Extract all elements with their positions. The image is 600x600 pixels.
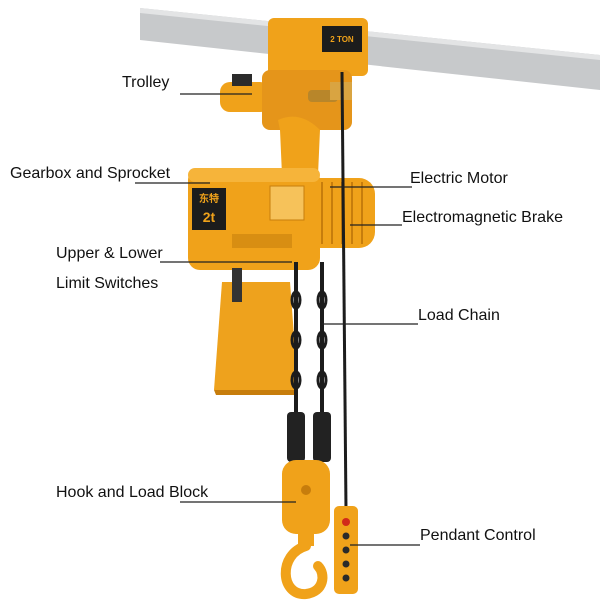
label-limit-switches-line2: Limit Switches: [56, 275, 159, 292]
chain-bag: [214, 282, 298, 390]
label-electric-motor: Electric Motor: [410, 170, 508, 187]
hook-block: [280, 460, 330, 599]
warning-label: [269, 185, 305, 221]
pendant-cable: [340, 71, 348, 511]
label-gearbox: Gearbox and Sprocket: [10, 165, 171, 182]
leader-lines: [135, 93, 420, 546]
gearbox-housing: 东特 2t: [188, 168, 320, 270]
label-limit-switches-line1: Upper & Lower: [56, 245, 163, 262]
capacity-plate: [192, 188, 226, 230]
label-hook-block: Hook and Load Block: [56, 484, 209, 501]
hoist-capacity-text: 2t: [203, 209, 216, 225]
spring-left: [287, 412, 305, 462]
load-chain-links: [294, 262, 324, 420]
pendant-control-unit: [334, 506, 358, 594]
lifting-hook: [280, 541, 328, 599]
brand-text: 东特: [199, 192, 219, 205]
trolley-capacity-text: 2 TON: [330, 35, 354, 44]
suspension-yoke: [278, 116, 320, 175]
label-trolley: Trolley: [122, 74, 170, 91]
trolley-capacity-plate: [322, 26, 362, 52]
label-pendant: Pendant Control: [420, 527, 536, 544]
label-brake: Electromagnetic Brake: [402, 209, 563, 226]
i-beam-rail: [140, 8, 600, 90]
spring-right: [313, 412, 331, 462]
label-load-chain: Load Chain: [418, 307, 500, 324]
